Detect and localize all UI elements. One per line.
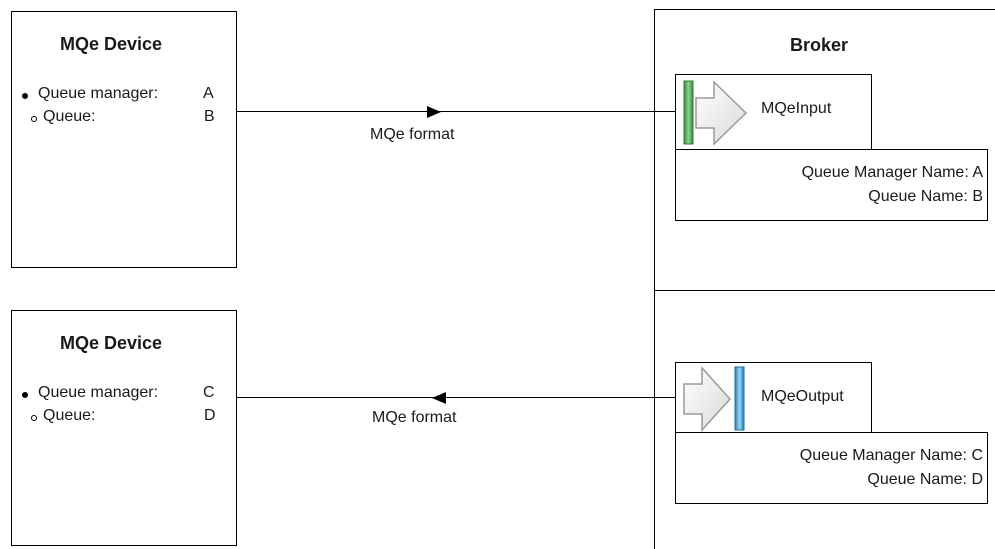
mqe-output-node[interactable]: MQeOutput [675, 362, 872, 433]
input-node-name: MQeInput [761, 100, 832, 117]
output-qm-name: Queue Manager Name: C [799, 447, 983, 464]
mqe-device-2: MQe Device Queue manager: C Queue: D [11, 310, 237, 546]
connection-line-1 [237, 111, 675, 112]
input-qm-name: Queue Manager Name: A [801, 164, 983, 181]
input-node-icon [683, 80, 748, 146]
bullet-hollow-icon [31, 116, 37, 122]
output-node-properties: Queue Manager Name: C Queue Name: D [675, 432, 988, 504]
device-1-q-label: Queue: [43, 108, 96, 125]
device-2-qm-value: C [203, 384, 215, 401]
bullet-hollow-icon [31, 415, 37, 421]
connection-1-label: MQe format [370, 126, 455, 143]
broker-left-border [654, 9, 655, 549]
broker-top-border [654, 9, 995, 10]
connection-2-label: MQe format [372, 409, 457, 426]
device-1-qm-value: A [203, 85, 214, 102]
mqe-device-1: MQe Device Queue manager: A Queue: B [11, 11, 237, 268]
device-2-qm-label: Queue manager: [38, 384, 159, 401]
device-2-title: MQe Device [60, 333, 163, 353]
output-node-name: MQeOutput [761, 388, 844, 405]
broker-divider [654, 290, 995, 291]
input-node-properties: Queue Manager Name: A Queue Name: B [675, 149, 988, 221]
broker-title: Broker [790, 35, 849, 55]
device-1-title: MQe Device [60, 34, 163, 54]
mqe-input-node[interactable]: MQeInput [675, 74, 872, 150]
device-1-qm-label: Queue manager: [38, 85, 159, 102]
output-node-icon [683, 366, 745, 432]
bullet-filled-icon [22, 392, 28, 398]
bullet-filled-icon [22, 93, 28, 99]
arrow-right-icon [427, 106, 441, 118]
input-q-name: Queue Name: B [868, 188, 983, 205]
arrow-left-icon [432, 392, 446, 404]
output-q-name: Queue Name: D [867, 471, 983, 488]
device-2-q-label: Queue: [43, 407, 96, 424]
device-1-q-value: B [204, 108, 215, 125]
device-2-q-value: D [204, 407, 216, 424]
connection-line-2 [237, 397, 675, 398]
